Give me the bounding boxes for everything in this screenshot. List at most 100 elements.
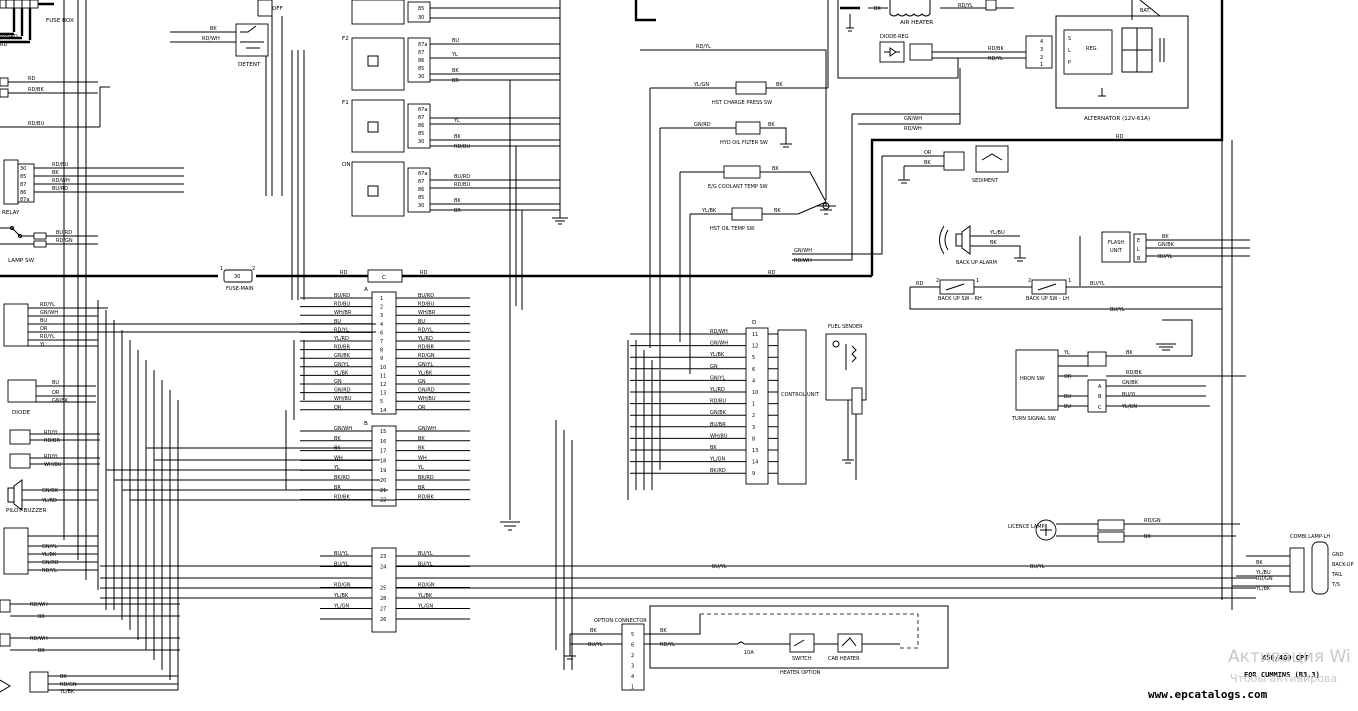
- svg-text:TAIL: TAIL: [1331, 572, 1343, 578]
- wire-label: RD/BR: [334, 345, 350, 351]
- wire-label: RD/GN: [334, 583, 351, 589]
- svg-text:OR: OR: [52, 390, 60, 396]
- svg-text:BK: BK: [38, 648, 45, 654]
- svg-text:BU/YL: BU/YL: [1110, 307, 1125, 313]
- svg-text:GND: GND: [1332, 552, 1344, 558]
- svg-text:10A: 10A: [744, 650, 754, 656]
- svg-text:BK: BK: [1162, 234, 1169, 240]
- svg-text:RD/YL: RD/YL: [44, 454, 59, 460]
- svg-text:BU/YL: BU/YL: [712, 564, 727, 570]
- connector-pin: 4: [631, 674, 634, 680]
- svg-text:B: B: [1098, 394, 1102, 400]
- wire-label: OR: [418, 405, 426, 411]
- connector-pin: 10: [752, 390, 758, 396]
- svg-text:F1: F1: [342, 100, 349, 106]
- svg-text:RD/GN: RD/GN: [56, 238, 73, 244]
- svg-text:A: A: [1098, 384, 1102, 390]
- svg-text:OR: OR: [1064, 374, 1072, 380]
- wire-label: WH/BU: [710, 433, 728, 439]
- svg-text:RD/BU: RD/BU: [454, 144, 470, 150]
- svg-text:BK: BK: [1256, 560, 1263, 566]
- svg-text:HEATER OPTION: HEATER OPTION: [780, 670, 821, 676]
- svg-text:DIODE-REG: DIODE-REG: [880, 34, 909, 40]
- wire-label: YL/BK: [417, 593, 433, 599]
- eg-coolant-temp-sw: BK E/G COOLANT TEMP SW: [680, 165, 827, 203]
- title-block: 450/460 CPT FOR CUMMINS (B3.3) www.epcat…: [1148, 654, 1320, 701]
- svg-text:30: 30: [418, 15, 424, 21]
- wire-label: WH: [418, 455, 427, 461]
- lamp-sw-label: LAMP SW: [8, 258, 35, 264]
- svg-text:RD: RD: [0, 42, 7, 48]
- svg-text:RD/BK: RD/BK: [1126, 370, 1142, 376]
- svg-text:85: 85: [20, 174, 26, 180]
- connector-pin: 11: [752, 332, 758, 338]
- svg-text:1: 1: [1040, 62, 1043, 68]
- svg-text:BK: BK: [1144, 534, 1151, 540]
- svg-text:WH/BU: WH/BU: [44, 462, 62, 468]
- svg-text:GN/BK: GN/BK: [1158, 242, 1175, 248]
- wire-label: BK/RD: [418, 475, 434, 481]
- connector-pin: 19: [380, 468, 386, 474]
- svg-text:GN/BK: GN/BK: [1122, 380, 1139, 386]
- wire-label: YL/BK: [709, 352, 725, 358]
- svg-text:GN/WH: GN/WH: [40, 310, 58, 316]
- wire-label: WH: [334, 455, 343, 461]
- left-bottom-connector: GN/YL YL/BK GN/RD RD/YL RD/WH BK RD/WH B…: [0, 527, 180, 695]
- wire-label: YL/BK: [333, 370, 349, 376]
- off-label: OFF: [272, 6, 283, 12]
- svg-text:30: 30: [418, 203, 424, 209]
- svg-text:FLASH: FLASH: [1108, 240, 1124, 246]
- svg-text:87a: 87a: [418, 107, 427, 113]
- connector-pin: 8: [380, 348, 383, 354]
- svg-text:UNIT: UNIT: [1110, 248, 1123, 254]
- pilot-buzzer: GN/BK YL/RD PILOT BUZZER: [6, 479, 98, 514]
- wire-label: GN/WH: [710, 341, 728, 347]
- svg-text:HST CHARGE PRESS SW: HST CHARGE PRESS SW: [712, 100, 772, 106]
- svg-text:87: 87: [418, 179, 424, 185]
- back-up-alarm: YL/BU BK BACK UP ALARM: [939, 225, 1026, 266]
- wire-label: RD/BU: [334, 302, 350, 308]
- svg-text:86: 86: [20, 190, 26, 196]
- wire-label: YL/BK: [333, 593, 349, 599]
- connector-pin: 6: [631, 643, 634, 649]
- svg-text:P: P: [1068, 60, 1071, 66]
- wire-label: BK: [334, 446, 341, 452]
- svg-text:RD/YL: RD/YL: [696, 44, 711, 50]
- svg-text:86: 86: [418, 123, 424, 129]
- svg-text:YL/BU: YL/BU: [989, 230, 1005, 236]
- svg-text:A: A: [364, 287, 368, 293]
- svg-text:BK: BK: [660, 628, 667, 634]
- site-url: www.epcatalogs.com: [1148, 688, 1268, 701]
- svg-text:BACK UP SW - LH: BACK UP SW - LH: [1026, 296, 1069, 302]
- svg-text:BR: BR: [454, 208, 461, 214]
- relay-label: RELAY: [2, 210, 20, 216]
- wire-label: YL/RD: [709, 387, 725, 393]
- connector-pin: 2: [380, 305, 383, 311]
- svg-text:RD: RD: [1116, 134, 1123, 140]
- svg-text:RD/GN: RD/GN: [1144, 518, 1161, 524]
- comb-lamp-lh: COMBI LAMP-LH GND BACK-UP TAIL T/S BK YL…: [1232, 534, 1354, 595]
- svg-text:L: L: [1137, 247, 1140, 253]
- diode-reg: DIODE-REG RD/BK RD/YL: [837, 0, 1026, 79]
- svg-text:PILOT BUZZER: PILOT BUZZER: [6, 508, 47, 514]
- svg-text:BU: BU: [40, 318, 47, 324]
- connector-pin: 10: [380, 365, 386, 371]
- svg-text:BK: BK: [774, 208, 781, 214]
- diode: BU OR GN/BK DIODE: [7, 379, 96, 416]
- svg-text:RD: RD: [420, 270, 427, 276]
- connector-pin: 2: [752, 413, 755, 419]
- licence-lamp: LICENCE LAMP RD/GN BK: [1008, 518, 1240, 543]
- svg-text:YL/RD: YL/RD: [41, 498, 57, 504]
- svg-text:OPTION CONNECTOR: OPTION CONNECTOR: [594, 618, 647, 624]
- svg-text:BU/YL: BU/YL: [588, 642, 603, 648]
- svg-text:RD/GN: RD/GN: [60, 682, 77, 688]
- wire-label: BU/RD: [418, 293, 434, 299]
- svg-text:REG.: REG.: [1086, 46, 1099, 52]
- wire-label: BU: [418, 319, 425, 325]
- svg-text:RD/YL: RD/YL: [660, 642, 675, 648]
- horn-turn-signal: HRON SW A B C YL OR BU BU BK RD/BK GN/BK…: [1011, 319, 1246, 422]
- svg-text:30: 30: [418, 139, 424, 145]
